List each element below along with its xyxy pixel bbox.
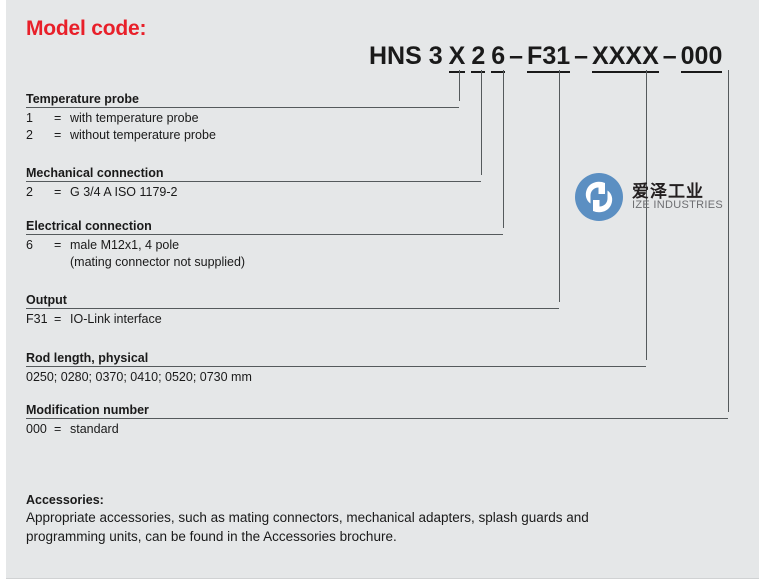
section-electrical-connection: Electrical connection 6 = male M12x1, 4 po… (26, 219, 503, 271)
section-rule (26, 107, 459, 108)
option-equals: = (54, 422, 62, 436)
accessories-block: Accessories: Appropriate accessories, su… (26, 492, 738, 546)
connector-line-output (559, 70, 560, 302)
model-code-separator-3: – (662, 42, 677, 70)
option-key: F31 (26, 312, 48, 326)
model-code-separator-1: – (509, 42, 524, 70)
option-value: with temperature probe (70, 111, 199, 125)
model-code-segment-temperature-probe: X (448, 42, 466, 73)
connector-line-temperature-probe (459, 70, 460, 101)
ize-industries-logo-icon (575, 173, 623, 221)
model-code-segment-electrical-connection: 6 (491, 42, 506, 73)
option-key: 2 (26, 185, 33, 199)
section-heading: Mechanical connection (26, 166, 164, 180)
section-rule (26, 366, 646, 367)
option-key: 1 (26, 111, 33, 125)
option-value: G 3/4 A ISO 1179-2 (70, 185, 178, 199)
option-equals: = (54, 185, 62, 199)
option-row: F31 = IO-Link interface (26, 311, 162, 328)
option-row: 6 = male M12x1, 4 pole (26, 237, 245, 254)
company-logo: 爱泽工业 IZE INDUSTRIES (574, 170, 734, 226)
connector-line-mechanical-connection (481, 70, 482, 175)
section-rule (26, 418, 728, 419)
logo-text-english: IZE INDUSTRIES (632, 199, 723, 211)
section-heading: Modification number (26, 403, 149, 417)
section-rule (26, 308, 559, 309)
connector-line-electrical-connection (503, 70, 504, 228)
section-heading: Output (26, 293, 67, 307)
model-code-segment-mechanical-connection: 2 (471, 42, 486, 73)
model-code-segment-modification-number: 000 (680, 42, 723, 73)
option-value: without temperature probe (70, 127, 216, 142)
model-code-segment-rod-length: XXXX (592, 42, 659, 73)
option-key: 000 (26, 422, 47, 436)
connector-line-rod-length (646, 70, 647, 360)
logo-text-chinese: 爱泽工业 (632, 182, 704, 201)
option-key: 6 (26, 238, 33, 252)
option-row-continuation: (mating connector not supplied) (26, 254, 245, 271)
section-output: Output F31 = IO-Link interface (26, 293, 559, 328)
section-temperature-probe: Temperature probe 1 = with temperature pro… (26, 92, 459, 144)
option-equals: = (54, 238, 62, 252)
page-title: Model code: (26, 17, 147, 40)
section-mechanical-connection: Mechanical connection 2 = G 3/4 A ISO 1179… (26, 166, 481, 201)
section-heading: Rod length, physical (26, 351, 149, 365)
section-rod-length: Rod length, physical 0250; 0280; 0370; 0… (26, 351, 646, 386)
option-equals: = (54, 127, 62, 142)
option-row: 2 = without temperature probe (26, 127, 216, 144)
option-equals: = (54, 111, 62, 125)
model-code-separator-2: – (574, 42, 589, 70)
section-rule (26, 234, 503, 235)
option-value: IO-Link interface (70, 312, 162, 326)
option-value: (mating connector not supplied) (70, 254, 246, 269)
option-row: 000 = standard (26, 421, 149, 438)
accessories-title: Accessories: (26, 493, 104, 507)
option-value: male M12x1, 4 pole (70, 238, 180, 252)
section-rule (26, 181, 481, 182)
section-modification-number: Modification number 000 = standard (26, 403, 728, 438)
connector-line-modification-number (728, 70, 729, 412)
section-heading: Temperature probe (26, 92, 139, 106)
model-code-segment-output: F31 (527, 42, 571, 73)
option-row: 1 = with temperature probe (26, 110, 216, 127)
option-value: standard (70, 422, 119, 436)
rod-length-values: 0250; 0280; 0370; 0410; 0520; 0730 mm (26, 370, 252, 384)
option-equals: = (54, 312, 62, 326)
section-heading: Electrical connection (26, 219, 152, 233)
model-code-prefix: HNS 3 (369, 42, 443, 70)
accessories-line-1: Appropriate accessories, such as mating … (26, 510, 589, 525)
option-row: 2 = G 3/4 A ISO 1179-2 (26, 184, 177, 201)
accessories-line-2: programming units, can be found in the A… (26, 528, 397, 544)
option-key: 2 (26, 127, 33, 142)
